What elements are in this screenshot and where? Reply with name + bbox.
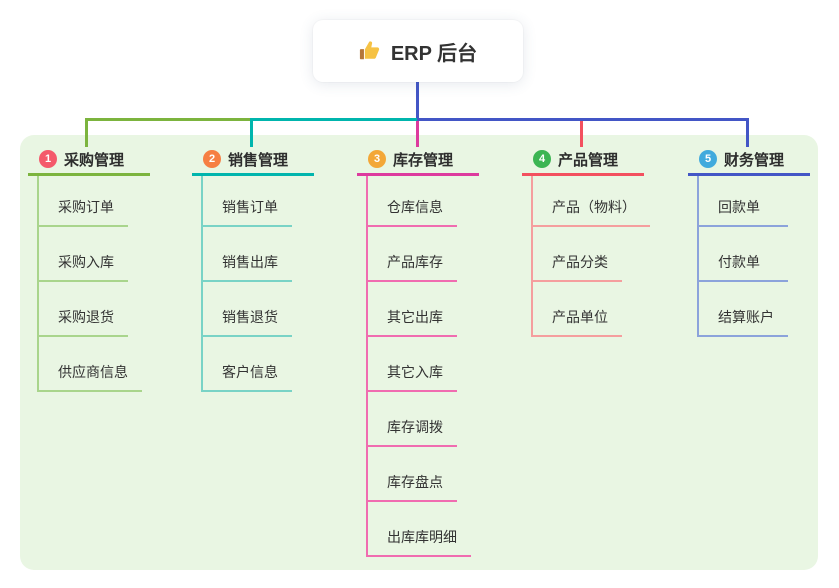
branch-product: 4 产品管理 产品（物料） 产品分类 产品单位 bbox=[522, 145, 650, 337]
child-node[interactable]: 产品分类 bbox=[533, 227, 622, 282]
branch-node-label: 采购管理 bbox=[64, 151, 125, 169]
branch-children-procurement: 采购订单 采购入库 采购退货 供应商信息 bbox=[37, 176, 142, 392]
child-node-label: 产品单位 bbox=[552, 309, 608, 325]
child-node-label: 产品分类 bbox=[552, 254, 608, 270]
child-node[interactable]: 销售订单 bbox=[203, 176, 292, 227]
root-node[interactable]: ERP 后台 bbox=[313, 20, 523, 82]
child-node-label: 采购订单 bbox=[58, 199, 114, 215]
child-node-label: 采购入库 bbox=[58, 254, 114, 270]
branch-number-badge: 4 bbox=[533, 150, 551, 168]
child-node-label: 其它入库 bbox=[387, 364, 443, 380]
branch-finance: 5 财务管理 回款单 付款单 结算账户 bbox=[688, 145, 810, 337]
child-node[interactable]: 库存盘点 bbox=[368, 447, 457, 502]
branch-children-sales: 销售订单 销售出库 销售退货 客户信息 bbox=[201, 176, 292, 392]
branch-sales: 2 销售管理 销售订单 销售出库 销售退货 客户信息 bbox=[192, 145, 314, 392]
child-node-label: 销售出库 bbox=[222, 254, 278, 270]
child-node[interactable]: 付款单 bbox=[699, 227, 788, 282]
branch-number-badge: 1 bbox=[39, 150, 57, 168]
branch-node-sales[interactable]: 2 销售管理 bbox=[192, 145, 314, 176]
child-node-label: 采购退货 bbox=[58, 309, 114, 325]
child-node[interactable]: 销售退货 bbox=[203, 282, 292, 337]
connector-horizontal-finance bbox=[417, 118, 749, 121]
branch-node-label: 财务管理 bbox=[724, 151, 785, 169]
branch-procurement: 1 采购管理 采购订单 采购入库 采购退货 供应商信息 bbox=[28, 145, 150, 392]
child-node[interactable]: 采购入库 bbox=[39, 227, 128, 282]
branch-node-label: 库存管理 bbox=[393, 151, 454, 169]
child-node-label: 其它出库 bbox=[387, 309, 443, 325]
child-node[interactable]: 回款单 bbox=[699, 176, 788, 227]
connector-drop-procurement bbox=[85, 118, 88, 147]
branch-node-finance[interactable]: 5 财务管理 bbox=[688, 145, 810, 176]
child-node[interactable]: 仓库信息 bbox=[368, 176, 457, 227]
child-node-label: 回款单 bbox=[718, 199, 760, 215]
child-node-label: 付款单 bbox=[718, 254, 760, 270]
child-node-label: 仓库信息 bbox=[387, 199, 443, 215]
branch-number-badge: 2 bbox=[203, 150, 221, 168]
child-node[interactable]: 客户信息 bbox=[203, 337, 292, 392]
branch-node-label: 产品管理 bbox=[558, 151, 619, 169]
child-node[interactable]: 其它入库 bbox=[368, 337, 457, 392]
child-node-label: 销售退货 bbox=[222, 309, 278, 325]
connector-root-drop bbox=[416, 82, 419, 119]
connector-drop-finance bbox=[746, 118, 749, 147]
child-node-label: 结算账户 bbox=[718, 309, 774, 325]
connector-horizontal-procurement bbox=[85, 118, 251, 121]
connector-horizontal-sales bbox=[251, 118, 417, 121]
child-node-label: 销售订单 bbox=[222, 199, 278, 215]
child-node-label: 库存盘点 bbox=[387, 474, 443, 490]
thumbs-up-icon bbox=[359, 40, 381, 62]
child-node-label: 供应商信息 bbox=[58, 364, 128, 380]
branch-node-product[interactable]: 4 产品管理 bbox=[522, 145, 644, 176]
child-node[interactable]: 其它出库 bbox=[368, 282, 457, 337]
child-node[interactable]: 产品单位 bbox=[533, 282, 622, 337]
branch-children-finance: 回款单 付款单 结算账户 bbox=[697, 176, 788, 337]
root-node-label: ERP 后台 bbox=[390, 42, 478, 65]
child-node[interactable]: 采购退货 bbox=[39, 282, 128, 337]
child-node[interactable]: 库存调拨 bbox=[368, 392, 457, 447]
connector-drop-inventory bbox=[416, 121, 419, 147]
branch-children-inventory: 仓库信息 产品库存 其它出库 其它入库 库存调拨 库存盘点 出库库明细 bbox=[366, 176, 471, 557]
branch-number-badge: 3 bbox=[368, 150, 386, 168]
child-node-label: 产品库存 bbox=[387, 254, 443, 270]
connector-drop-sales bbox=[250, 118, 253, 147]
branches-panel bbox=[20, 135, 818, 570]
branch-node-inventory[interactable]: 3 库存管理 bbox=[357, 145, 479, 176]
child-node[interactable]: 出库库明细 bbox=[368, 502, 471, 557]
child-node[interactable]: 供应商信息 bbox=[39, 337, 142, 392]
child-node[interactable]: 销售出库 bbox=[203, 227, 292, 282]
connector-drop-product bbox=[580, 121, 583, 147]
child-node-label: 产品（物料） bbox=[552, 199, 636, 215]
child-node[interactable]: 产品（物料） bbox=[533, 176, 650, 227]
child-node[interactable]: 结算账户 bbox=[699, 282, 788, 337]
child-node-label: 出库库明细 bbox=[387, 529, 457, 545]
child-node-label: 库存调拨 bbox=[387, 419, 443, 435]
branch-node-procurement[interactable]: 1 采购管理 bbox=[28, 145, 150, 176]
branch-inventory: 3 库存管理 仓库信息 产品库存 其它出库 其它入库 库存调拨 库存盘点 出库库… bbox=[357, 145, 479, 557]
child-node-label: 客户信息 bbox=[222, 364, 278, 380]
child-node[interactable]: 产品库存 bbox=[368, 227, 457, 282]
branch-children-product: 产品（物料） 产品分类 产品单位 bbox=[531, 176, 650, 337]
branch-node-label: 销售管理 bbox=[228, 151, 289, 169]
branch-number-badge: 5 bbox=[699, 150, 717, 168]
child-node[interactable]: 采购订单 bbox=[39, 176, 128, 227]
